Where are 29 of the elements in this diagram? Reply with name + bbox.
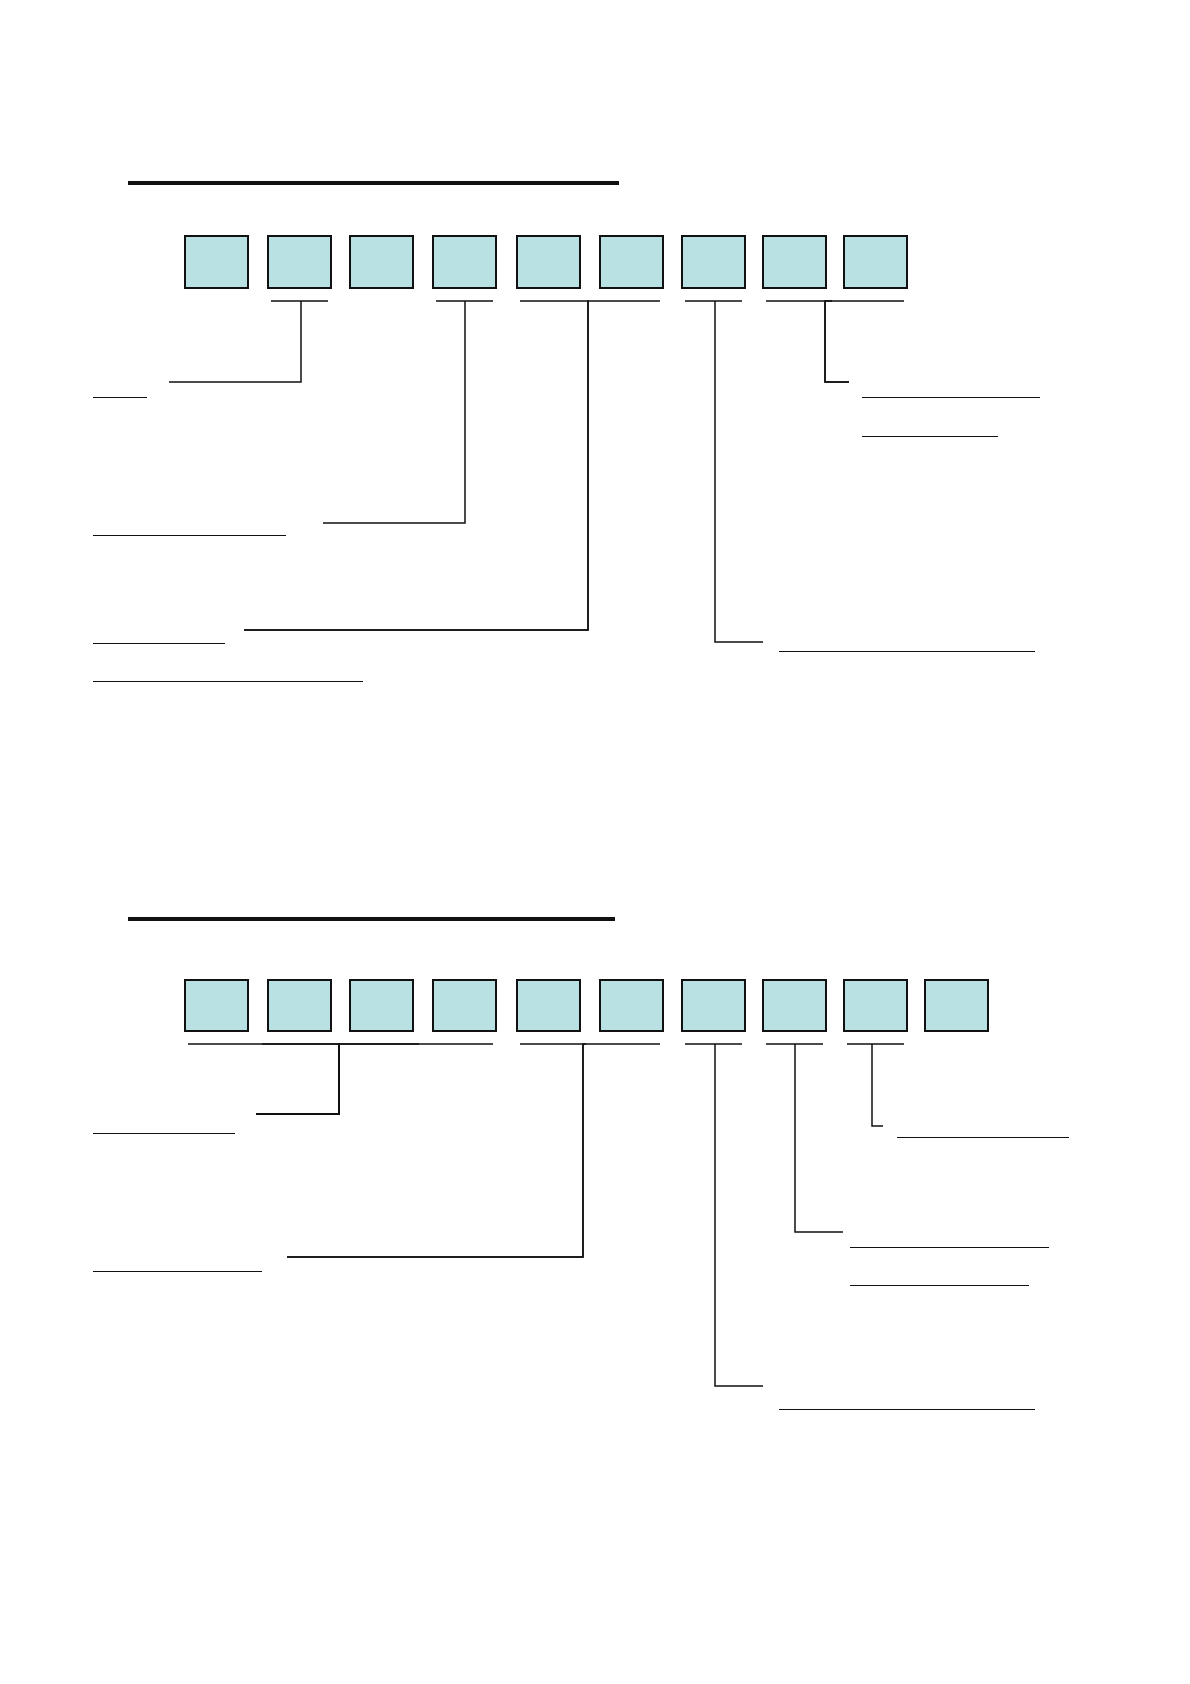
empty-box — [349, 235, 414, 289]
empty-box — [681, 235, 746, 289]
leader-line — [846, 1043, 905, 1127]
empty-box — [599, 979, 664, 1032]
empty-box — [267, 235, 332, 289]
empty-box — [184, 979, 249, 1032]
leader-line — [684, 1043, 764, 1387]
empty-box — [599, 235, 664, 289]
leader-line — [322, 300, 494, 524]
empty-box — [432, 235, 497, 289]
empty-box — [924, 979, 989, 1032]
empty-box — [349, 979, 414, 1032]
empty-box — [762, 235, 827, 289]
leader-line — [243, 300, 661, 631]
leader-line — [765, 1043, 844, 1233]
leader-line — [168, 300, 329, 383]
empty-box — [681, 979, 746, 1032]
leader-line — [255, 1043, 494, 1115]
empty-box — [516, 979, 581, 1032]
empty-box — [843, 979, 908, 1032]
empty-box — [843, 235, 908, 289]
empty-box — [516, 235, 581, 289]
empty-box — [267, 979, 332, 1032]
empty-box — [432, 979, 497, 1032]
leader-line — [824, 300, 905, 383]
leader-line — [286, 1043, 661, 1258]
empty-box — [762, 979, 827, 1032]
leader-line — [684, 300, 764, 643]
empty-box — [184, 235, 249, 289]
